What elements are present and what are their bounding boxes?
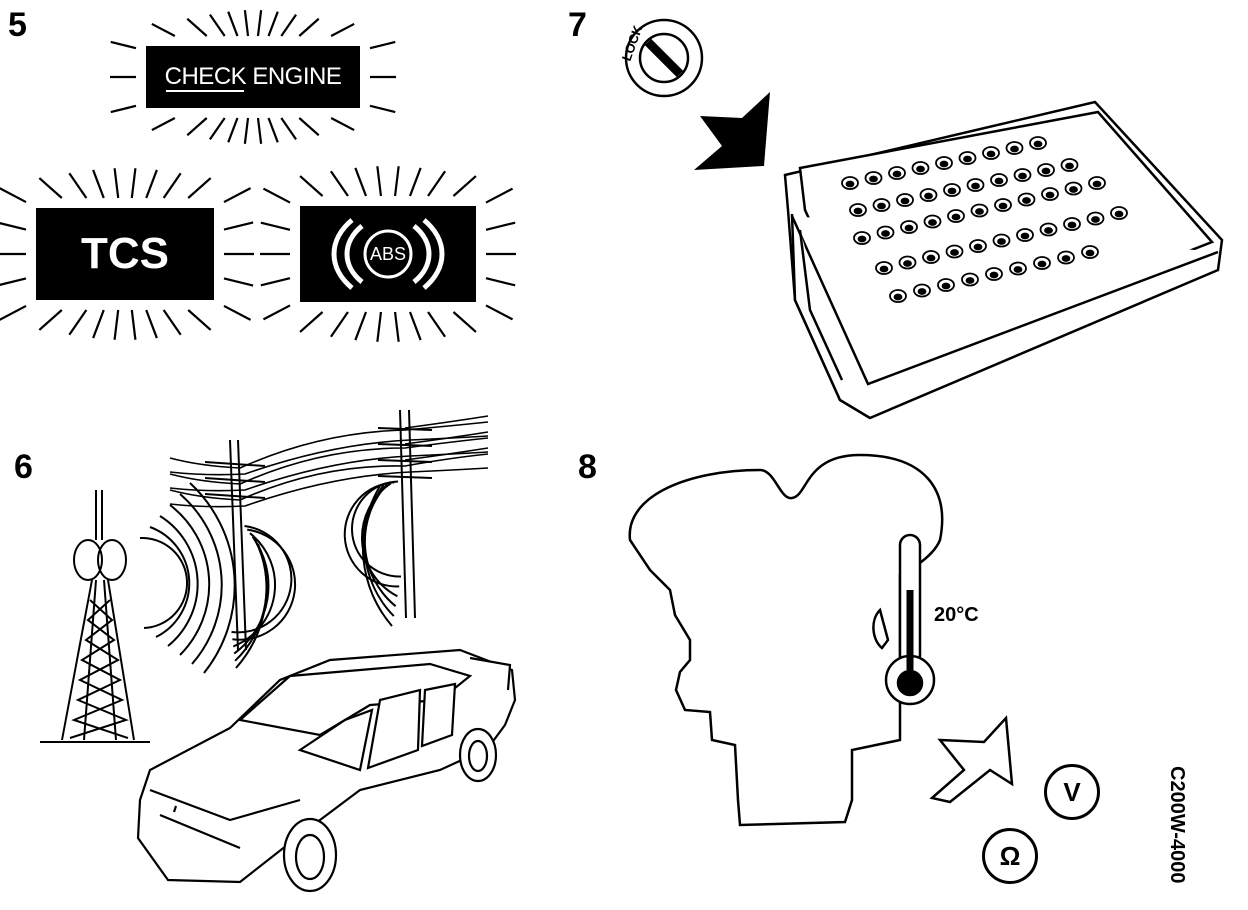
engine-outline	[628, 453, 944, 827]
temperature-label: 20°C	[934, 604, 979, 626]
pole-radio-waves	[231, 480, 402, 669]
check-engine-lamp: CHECK ENGINE	[146, 46, 360, 108]
ohmmeter-icon: Ω	[982, 828, 1038, 884]
abs-lamp: ABS	[300, 206, 476, 302]
panel-number-7: 7	[568, 6, 587, 44]
check-engine-label: CHECK ENGINE	[164, 63, 342, 90]
power-pole-icon	[204, 409, 433, 651]
abs-label: ABS	[369, 243, 407, 264]
panel-number-5: 5	[8, 6, 27, 44]
arrow-down-right-icon	[694, 92, 770, 170]
ohm-label: Ω	[999, 840, 1021, 871]
thermometer-icon	[872, 533, 936, 706]
car-icon	[136, 648, 517, 893]
power-lines	[169, 415, 489, 508]
arrow-measure-icon	[929, 715, 1014, 804]
warning-lamp-rays	[0, 10, 516, 342]
check-engine-underline	[166, 90, 244, 92]
panel-number-6: 6	[14, 448, 33, 486]
tcs-lamp: TCS	[36, 208, 214, 300]
tcs-label: TCS	[81, 229, 169, 278]
diagnostic-connector-icon	[783, 100, 1224, 420]
abs-brackets-icon	[331, 218, 445, 290]
panel-number-8: 8	[578, 448, 597, 486]
ignition-lock-icon	[624, 18, 704, 98]
voltmeter-icon: V	[1044, 764, 1100, 820]
volt-label: V	[1063, 776, 1081, 807]
tower-radio-waves	[139, 482, 236, 674]
figure-code: C200W-4000	[1166, 766, 1188, 884]
radio-tower-icon	[40, 490, 150, 743]
connector-pins	[841, 136, 1128, 303]
